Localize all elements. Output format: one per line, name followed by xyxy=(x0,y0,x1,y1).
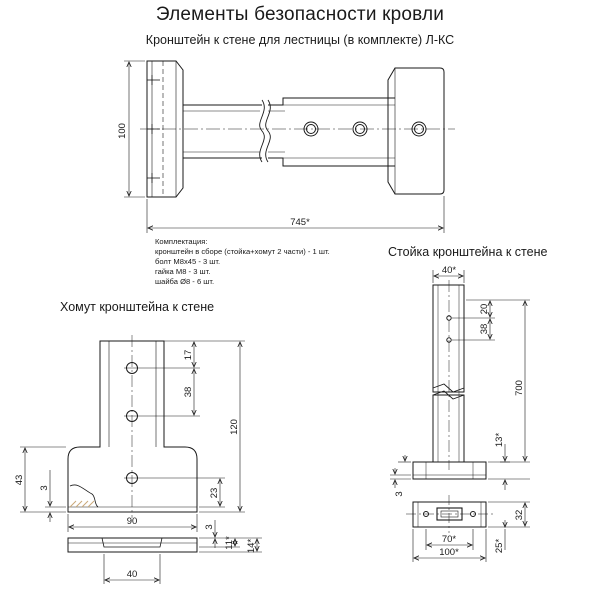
bolt-icon xyxy=(303,121,427,137)
clamp-view-title: Хомут кронштейна к стене xyxy=(60,300,215,314)
end-clamp xyxy=(387,67,445,195)
dim-label-23: 23 xyxy=(209,488,220,499)
break-detail xyxy=(69,484,99,508)
dim-label-700: 700 xyxy=(514,380,525,396)
dim-label-90: 90 xyxy=(127,516,138,527)
kit-item: шайба Ø8 - 6 шт. xyxy=(155,277,215,286)
kit-list: Комплектация: кронштейн в сборе (стойка+… xyxy=(155,237,330,287)
break-line xyxy=(259,99,265,163)
kit-item: гайка М8 - 3 шт. xyxy=(155,267,211,276)
kit-item: болт М8х45 - 3 шт. xyxy=(155,257,221,266)
dim-height xyxy=(124,60,145,198)
clamp-plate xyxy=(67,340,198,513)
drawing-subtitle: Кронштейн к стене для лестницы (в компле… xyxy=(145,33,455,47)
dim-label-100: 100 xyxy=(117,123,128,139)
clamp-view xyxy=(20,335,262,584)
dim-label-745: 745* xyxy=(290,217,310,228)
dim-label-38-post: 38 xyxy=(479,324,490,335)
dim-label-40: 40 xyxy=(127,569,138,580)
post-view xyxy=(390,270,530,562)
drawing-title: Элементы безопасности кровли xyxy=(155,4,445,25)
post-view-title: Стойка кронштейна к стене xyxy=(388,245,548,259)
post-body-lower xyxy=(432,394,465,463)
kit-item: кронштейн в сборе (стойка+хомут 2 части)… xyxy=(155,247,330,256)
post-base xyxy=(412,461,487,480)
dim-label-3: 3 xyxy=(39,485,50,490)
dim-label-3-post: 3 xyxy=(394,491,405,496)
top-view xyxy=(124,60,455,233)
clamp-side xyxy=(67,537,198,553)
dim-label-25: 25* xyxy=(494,539,505,554)
dim-label-3b: 3 xyxy=(204,524,215,529)
dim-length xyxy=(146,196,445,233)
dim-label-14: 14* xyxy=(246,539,257,554)
dim-label-13: 13* xyxy=(494,433,505,448)
dim-label-43: 43 xyxy=(14,475,25,486)
break-line xyxy=(265,99,271,163)
dim-label-100-post: 100* xyxy=(439,547,459,558)
dim-label-38: 38 xyxy=(183,387,194,398)
hole-icon xyxy=(124,362,140,484)
dim-label-70: 70* xyxy=(442,534,457,545)
post-body xyxy=(432,284,465,393)
dim-label-17: 17 xyxy=(183,350,194,361)
dim-label-32: 32 xyxy=(514,510,525,521)
kit-heading: Комплектация: xyxy=(155,237,208,246)
post-bottom-view xyxy=(412,501,487,528)
dim-label-11: 11* xyxy=(224,536,235,550)
dim-label-40-post: 40* xyxy=(442,265,457,276)
dim-label-120: 120 xyxy=(229,419,240,435)
dim-label-20: 20 xyxy=(479,304,490,315)
